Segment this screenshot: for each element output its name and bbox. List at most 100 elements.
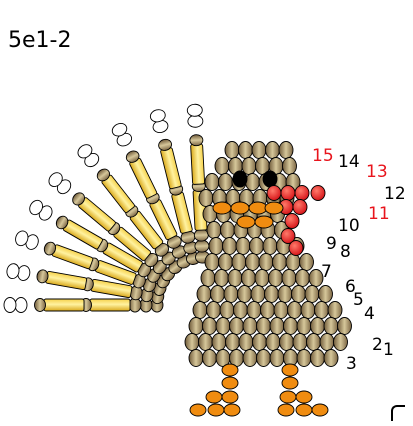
body-bead xyxy=(338,318,352,335)
foot-bead xyxy=(280,391,296,403)
body-bead xyxy=(197,286,211,303)
body-bead xyxy=(215,158,229,175)
row-label-7: 7 xyxy=(321,264,332,281)
body-bead xyxy=(288,302,302,319)
body-bead xyxy=(279,142,293,159)
body-bead xyxy=(242,270,256,287)
body-bead xyxy=(203,350,217,367)
body-bead xyxy=(292,286,306,303)
beak-bead xyxy=(213,202,231,214)
body-bead xyxy=(216,318,230,335)
row-label-9: 9 xyxy=(326,236,337,253)
foot-bead xyxy=(312,404,328,416)
body-bead xyxy=(284,318,298,335)
body-bead xyxy=(266,142,280,159)
body-row-14 xyxy=(189,350,338,367)
body-bead xyxy=(232,254,246,271)
body-bead xyxy=(297,318,311,335)
wattle-bead xyxy=(285,214,299,229)
body-bead xyxy=(265,286,279,303)
body-bead xyxy=(201,270,215,287)
bugle-bead xyxy=(101,174,135,213)
body-bead xyxy=(311,350,325,367)
row-label-13: 13 xyxy=(366,164,388,181)
foot-bead xyxy=(282,364,298,376)
body-bead xyxy=(257,350,271,367)
foot-bead xyxy=(278,404,294,416)
body-bead xyxy=(247,302,261,319)
body-bead xyxy=(282,270,296,287)
row-label-2: 2 xyxy=(372,337,383,354)
body-bead xyxy=(228,270,242,287)
bugle-bead xyxy=(63,219,104,249)
body-bead xyxy=(193,302,207,319)
body-bead xyxy=(207,222,221,239)
white-bead xyxy=(187,104,203,117)
row-label-1: 1 xyxy=(383,342,394,359)
body-row-1 xyxy=(225,142,293,159)
body-bead xyxy=(286,254,300,271)
body-bead xyxy=(243,318,257,335)
right-eye-bead xyxy=(263,171,277,187)
body-bead xyxy=(246,174,260,191)
body-bead xyxy=(270,350,284,367)
feather-1 xyxy=(4,298,163,313)
body-bead xyxy=(315,302,329,319)
body-bead xyxy=(239,334,253,351)
body-bead xyxy=(220,302,234,319)
body-bead xyxy=(261,302,275,319)
body-bead xyxy=(215,270,229,287)
pattern-title: 5e1-2 xyxy=(8,30,71,52)
body-bead xyxy=(320,334,334,351)
body-bead xyxy=(328,302,342,319)
body-bead xyxy=(211,286,225,303)
foot-bead xyxy=(206,391,222,403)
body-bead xyxy=(307,334,321,351)
turkey-feet xyxy=(190,364,328,416)
body-bead xyxy=(324,350,338,367)
row-label-12: 12 xyxy=(384,186,406,203)
wattle-bead xyxy=(289,241,303,256)
beak-bead xyxy=(255,216,273,228)
body-row-11 xyxy=(193,302,342,319)
row-label-6: 6 xyxy=(345,279,356,296)
bugle-bead xyxy=(129,158,157,199)
body-bead xyxy=(278,286,292,303)
body-bead xyxy=(243,350,257,367)
body-bead xyxy=(269,270,283,287)
body-bead xyxy=(283,158,297,175)
body-bead xyxy=(263,238,277,255)
tail-feathers xyxy=(4,104,210,313)
bugle-bead xyxy=(45,271,86,290)
body-bead xyxy=(230,318,244,335)
body-bead xyxy=(234,302,248,319)
foot-bead xyxy=(224,404,240,416)
body-bead xyxy=(246,254,260,271)
white-bead xyxy=(188,115,204,128)
body-bead xyxy=(238,286,252,303)
foot-bead xyxy=(222,377,238,389)
row-label-10: 10 xyxy=(338,218,360,235)
body-bead xyxy=(239,142,253,159)
body-bead xyxy=(266,334,280,351)
body-row-9 xyxy=(201,270,323,287)
bugle-bead xyxy=(160,147,181,189)
body-bead xyxy=(236,238,250,255)
body-bead xyxy=(280,334,294,351)
brown-bead xyxy=(195,240,210,253)
body-bead xyxy=(250,238,264,255)
body-bead xyxy=(219,254,233,271)
wattle-bead xyxy=(295,186,309,201)
body-bead xyxy=(189,318,203,335)
beak-bead xyxy=(249,202,267,214)
row-label-3: 3 xyxy=(346,356,357,373)
body-row-2 xyxy=(215,158,297,175)
body-row-8 xyxy=(205,254,314,271)
foot-bead xyxy=(208,404,224,416)
beak-bead xyxy=(231,202,249,214)
body-bead xyxy=(223,238,237,255)
body-bead xyxy=(219,174,233,191)
body-row-10 xyxy=(197,286,333,303)
brown-bead xyxy=(190,134,204,146)
bugle-bead xyxy=(171,192,192,234)
